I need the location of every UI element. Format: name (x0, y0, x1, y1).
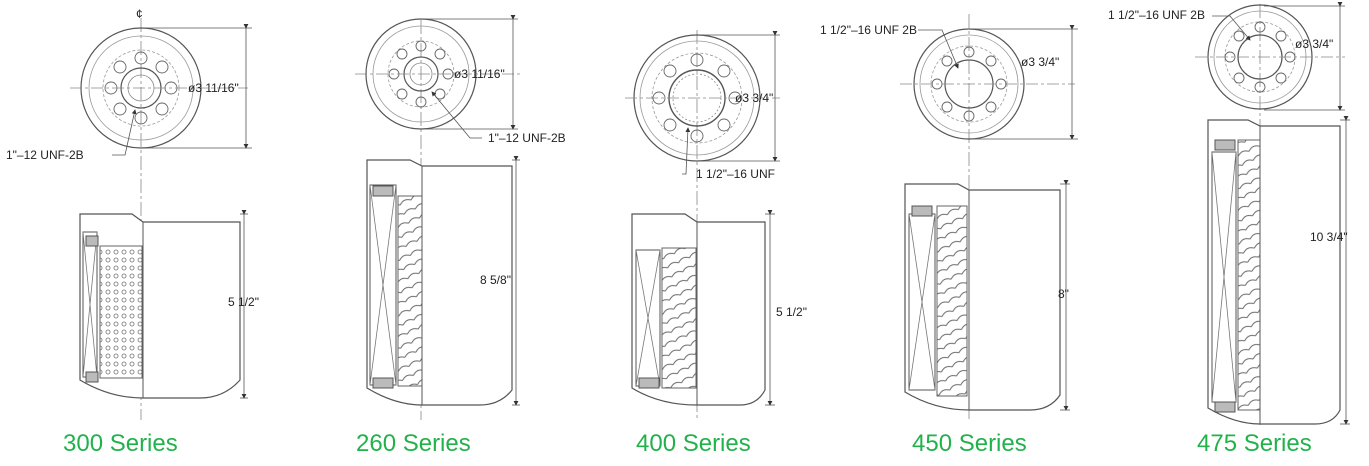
diameter-label-450: ø3 3/4" (1021, 55, 1059, 69)
centerline-symbol: ¢ (136, 7, 143, 21)
height-label-260: 8 5/8" (480, 273, 511, 287)
diameter-dim-450 (973, 25, 1078, 140)
height-dim-300 (240, 210, 248, 399)
diameter-dim-475 (1264, 2, 1345, 111)
series-title-475: 475 Series (1197, 430, 1312, 457)
thread-label-300: 1"–12 UNF-2B (6, 148, 84, 162)
height-label-400: 5 1/2" (776, 305, 807, 319)
filter-260: ø3 11/16" 1"–12 UNF-2B 8 5/8" (355, 15, 566, 420)
height-label-475: 10 3/4" (1310, 230, 1348, 244)
series-title-450: 450 Series (912, 430, 1027, 457)
thread-label-400: 1 1/2"–16 UNF (696, 167, 775, 181)
thread-label-450: 1 1/2"–16 UNF 2B (820, 23, 917, 37)
height-label-300: 5 1/2" (228, 295, 259, 309)
top-view-475 (1195, 4, 1345, 110)
series-title-260: 260 Series (356, 430, 471, 457)
side-view-400 (631, 213, 766, 406)
height-dim-475 (1340, 116, 1350, 425)
filter-400: ø3 3/4" 1 1/2"–16 UNF 5 1/2" (625, 30, 807, 420)
height-dim-260 (512, 156, 520, 406)
side-view-300 (79, 213, 241, 399)
diameter-dim-300 (145, 24, 252, 149)
filter-300: ¢ ø3 11/16" 1"–12 UNF-2B (6, 7, 259, 420)
series-title-400: 400 Series (636, 430, 751, 457)
diameter-label-475: ø3 3/4" (1295, 37, 1333, 51)
height-dim-400 (765, 210, 775, 406)
side-view-450 (904, 183, 1061, 411)
side-view-260 (366, 159, 513, 406)
side-view-475 (1207, 119, 1341, 425)
diameter-dim-400 (701, 31, 780, 162)
thread-label-475: 1 1/2"–16 UNF 2B (1108, 8, 1205, 22)
diameter-label-300: ø3 11/16" (188, 81, 239, 95)
filter-450: ø3 3/4" 1 1/2"–16 UNF 2B 8" (820, 14, 1078, 420)
diameter-label-400: ø3 3/4" (735, 91, 773, 105)
height-dim-450 (1060, 180, 1070, 411)
top-view-400 (625, 34, 780, 162)
height-label-450: 8" (1058, 287, 1069, 301)
top-view-450 (900, 28, 1075, 140)
top-view-300 (70, 27, 248, 149)
thread-label-260: 1"–12 UNF-2B (488, 131, 566, 145)
diameter-dim-260 (425, 15, 518, 130)
filter-475: ø3 3/4" 1 1/2"–16 UNF 2B 10 3/4" (1108, 2, 1350, 425)
series-title-300: 300 Series (63, 430, 178, 457)
diameter-label-260: ø3 11/16" (454, 67, 505, 81)
